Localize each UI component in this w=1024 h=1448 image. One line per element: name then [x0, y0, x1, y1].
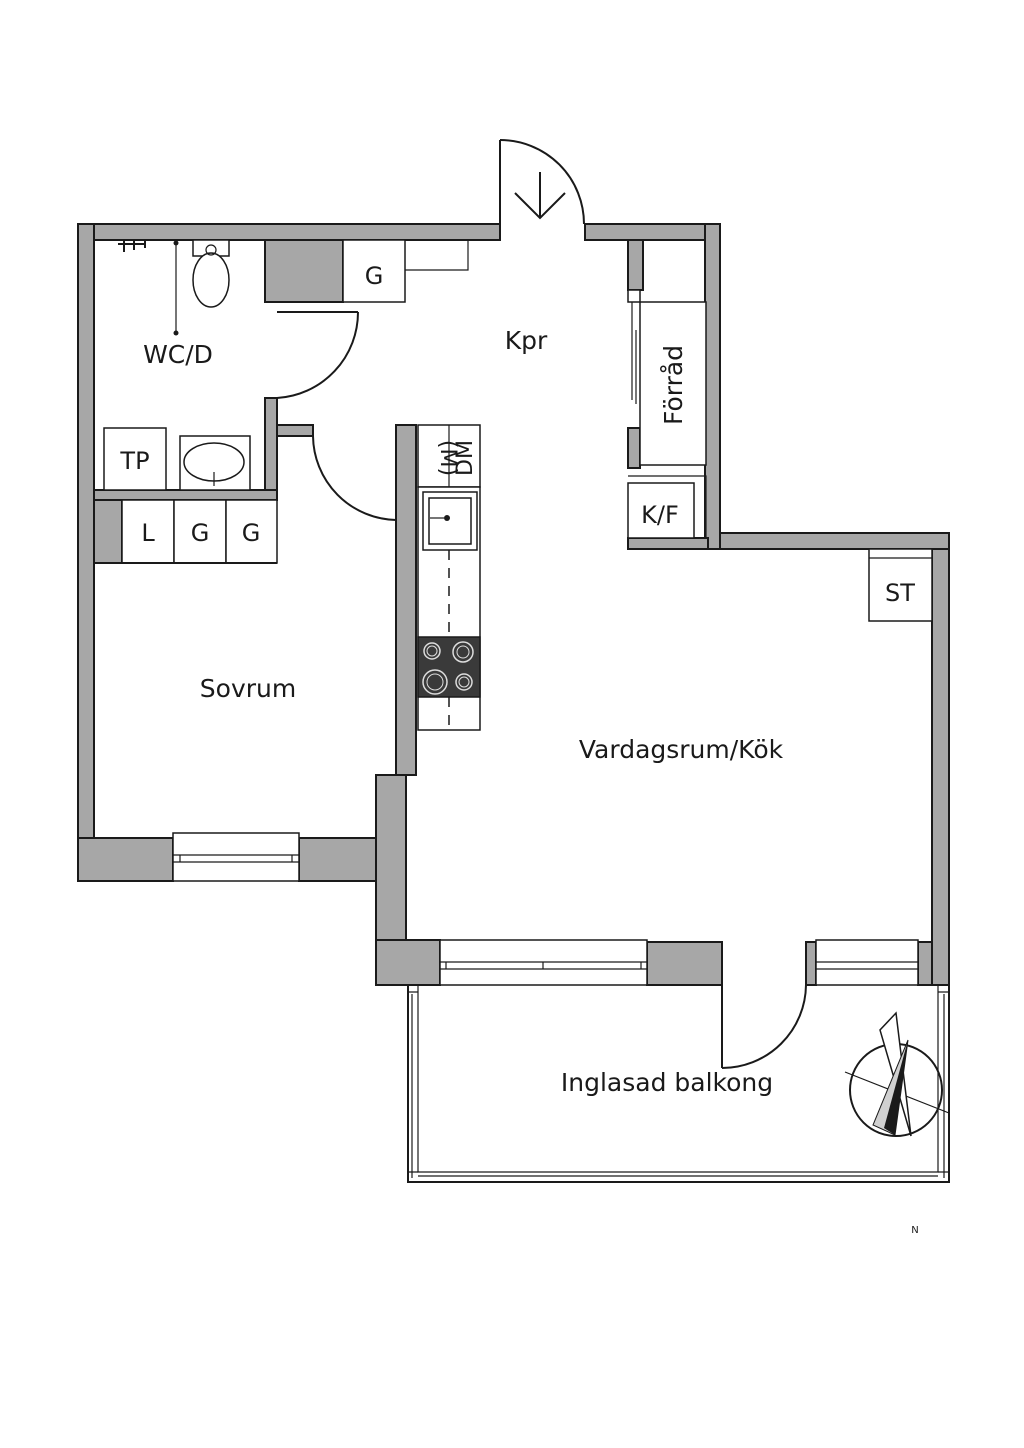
living-window-right: [815, 939, 919, 986]
room-label-living: Vardagsrum/Kök: [579, 735, 784, 764]
living-room: [439, 548, 933, 1069]
kitchen-sink-icon: [422, 491, 478, 551]
living-window-left: [439, 939, 648, 986]
bedroom: [94, 425, 397, 882]
hall-wardrobe-box: [342, 239, 406, 303]
balcony-door: [721, 984, 807, 1069]
shower-icon: [118, 240, 179, 336]
fixture-label-towel-dryer: TP: [119, 447, 149, 475]
stove-icon: [417, 636, 481, 698]
kitchen-counter: [417, 424, 481, 731]
wc-room: [103, 239, 360, 491]
hall-room: [342, 239, 469, 303]
fixture-label-closet-l: L: [141, 519, 155, 547]
fixture-label-microwave: (M): [435, 440, 460, 476]
storage-room: [627, 289, 707, 466]
compass-rose: [844, 1011, 950, 1137]
room-label-hall: Kpr: [505, 326, 548, 355]
toilet-icon: [192, 239, 230, 308]
wc-door: [276, 311, 360, 399]
room-label-bedroom: Sovrum: [200, 674, 296, 703]
room-label-storage: Förråd: [659, 345, 688, 425]
fixture-label-hall-wardrobe: G: [365, 262, 384, 290]
labels: WC/D Kpr Förråd Sovrum Vardagsrum/Kök In…: [119, 262, 918, 1236]
fixture-label-closet-g2: G: [242, 519, 261, 547]
bedroom-window: [172, 832, 300, 882]
fridge-freezer-box: [627, 475, 707, 539]
room-label-balcony: Inglasad balkong: [561, 1068, 773, 1097]
glazed-balcony: [407, 985, 950, 1183]
towel-dryer-box: [103, 427, 167, 491]
bedroom-door: [312, 425, 397, 521]
washbasin-icon: [179, 435, 251, 491]
fixture-label-closet-g1: G: [191, 519, 210, 547]
entrance-door: [499, 139, 585, 225]
fixture-label-broom-closet: ST: [885, 579, 915, 607]
compass-north-label: N: [911, 1225, 918, 1236]
fixture-label-fridge-freezer: K/F: [641, 501, 679, 529]
room-label-wc: WC/D: [143, 340, 213, 369]
fixture-label-dishwasher: DM: [453, 440, 478, 476]
